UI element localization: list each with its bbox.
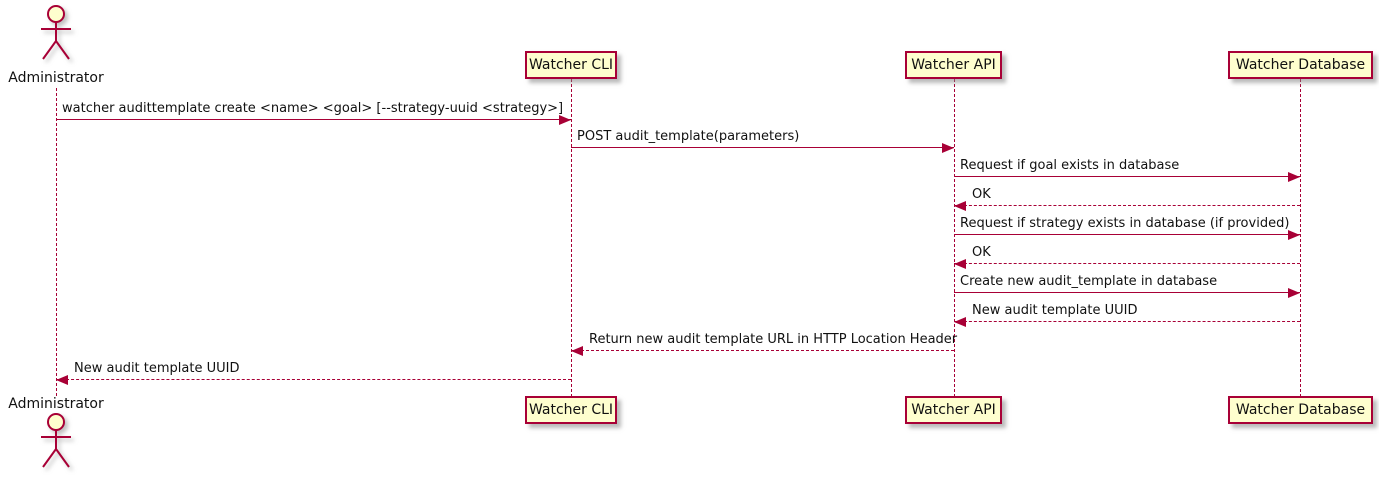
- message-4: OK: [954, 187, 1300, 211]
- message-arrow: [56, 115, 571, 125]
- message-arrow: [954, 230, 1300, 240]
- message-arrow: [954, 317, 1300, 327]
- arrowhead-left-icon: [954, 259, 966, 269]
- arrowhead-left-icon: [954, 317, 966, 327]
- message-8: New audit template UUID: [954, 303, 1300, 327]
- message-arrow: [56, 375, 571, 385]
- participant-watcher-database-top: Watcher Database: [1228, 51, 1373, 79]
- message-label: Return new audit template URL in HTTP Lo…: [589, 332, 958, 347]
- arrowhead-right-icon: [1288, 288, 1300, 298]
- message-label: OK: [972, 187, 991, 202]
- lifeline-watcher-api: [954, 79, 955, 397]
- participant-watcher-api-top: Watcher API: [905, 51, 1002, 79]
- message-label: Request if goal exists in database: [960, 158, 1180, 173]
- participant-watcher-cli-bottom: Watcher CLI: [525, 396, 617, 424]
- actor-label-bottom: Administrator: [8, 396, 104, 412]
- message-arrow: [571, 346, 954, 356]
- arrowhead-right-icon: [1288, 172, 1300, 182]
- participant-watcher-cli-top: Watcher CLI: [525, 51, 617, 79]
- message-label: Create new audit_template in database: [960, 274, 1218, 289]
- message-label: Request if strategy exists in database (…: [960, 216, 1290, 231]
- lifeline-administrator: [56, 88, 57, 396]
- arrowhead-right-icon: [942, 143, 954, 153]
- message-1: watcher audittemplate create <name> <goa…: [56, 101, 571, 125]
- arrowhead-left-icon: [954, 201, 966, 211]
- arrowhead-right-icon: [1288, 230, 1300, 240]
- actor-label-top: Administrator: [8, 70, 104, 86]
- message-5: Request if strategy exists in database (…: [954, 216, 1300, 240]
- message-9: Return new audit template URL in HTTP Lo…: [571, 332, 958, 356]
- arrowhead-left-icon: [571, 346, 583, 356]
- message-6: OK: [954, 245, 1300, 269]
- message-3: Request if goal exists in database: [954, 158, 1300, 182]
- message-arrow: [954, 201, 1300, 211]
- actor-icon: [38, 412, 74, 474]
- message-label: POST audit_template(parameters): [577, 129, 800, 144]
- lifeline-watcher-cli: [571, 79, 572, 397]
- message-label: New audit template UUID: [74, 361, 240, 376]
- participant-watcher-database-bottom: Watcher Database: [1228, 396, 1373, 424]
- message-7: Create new audit_template in database: [954, 274, 1300, 298]
- arrowhead-right-icon: [559, 115, 571, 125]
- message-label: New audit template UUID: [972, 303, 1138, 318]
- message-label: watcher audittemplate create <name> <goa…: [62, 101, 564, 116]
- message-arrow: [954, 172, 1300, 182]
- arrowhead-left-icon: [56, 375, 68, 385]
- message-arrow: [571, 143, 954, 153]
- lifeline-watcher-database: [1300, 79, 1301, 397]
- message-arrow: [954, 259, 1300, 269]
- message-10: New audit template UUID: [56, 361, 571, 385]
- actor-icon: [38, 4, 74, 66]
- message-label: OK: [972, 245, 991, 260]
- message-arrow: [954, 288, 1300, 298]
- message-2: POST audit_template(parameters): [571, 129, 954, 153]
- participant-watcher-api-bottom: Watcher API: [905, 396, 1002, 424]
